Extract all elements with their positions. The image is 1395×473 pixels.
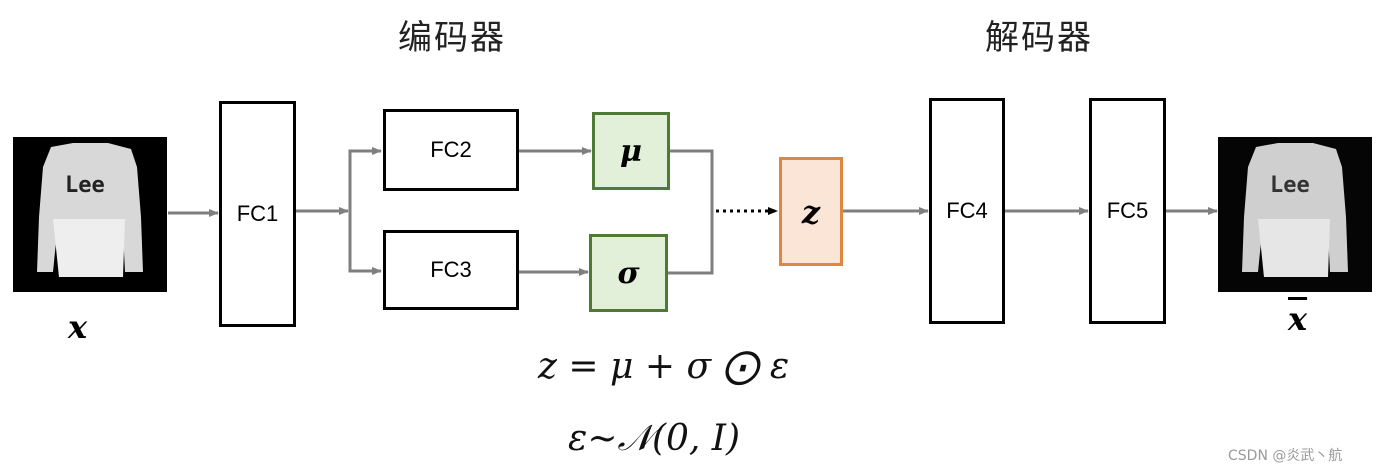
watermark: CSDN @炎武丶航 [1228,448,1343,464]
arrow-split-fc3 [348,211,382,275]
output-xbar-label: x [1288,300,1307,338]
sweater-input-icon: Lee [13,137,167,292]
svg-text:Lee: Lee [1270,173,1310,198]
fc2-label: FC2 [430,137,472,162]
input-image: Lee [13,137,167,292]
fc3-box: FC3 [383,230,519,310]
fc4-box: FC4 [929,98,1005,324]
sweater-output-icon: Lee [1218,137,1372,292]
sigma-label: σ [617,255,640,291]
fc1-box: FC1 [219,101,296,327]
svg-text:Lee: Lee [65,173,105,198]
arrow-mu-merge [670,149,714,211]
z-label: z [801,192,821,231]
input-x-label: x [68,308,88,346]
mu-box: μ [592,112,670,190]
encoder-title: 编码器 [398,18,506,58]
sigma-box: σ [589,234,668,312]
decoder-title: 解码器 [985,18,1093,58]
arrow-split-fc2 [348,147,382,211]
fc1-label: FC1 [236,201,279,226]
fc3-label: FC3 [430,257,472,282]
reparam-formula: z = μ + σ ⨀ ε [538,346,790,387]
fc4-label: FC4 [946,198,988,223]
arrow-sigma-merge [668,211,714,275]
mu-label: μ [620,133,642,169]
output-x-text: x [1288,300,1308,338]
fc5-label: FC5 [1106,198,1149,223]
z-box: z [779,157,843,266]
output-image: Lee [1218,137,1372,292]
fc2-box: FC2 [383,109,519,191]
epsilon-distribution: ε~𝒩(0, I) [568,418,741,459]
fc5-box: FC5 [1089,98,1166,324]
